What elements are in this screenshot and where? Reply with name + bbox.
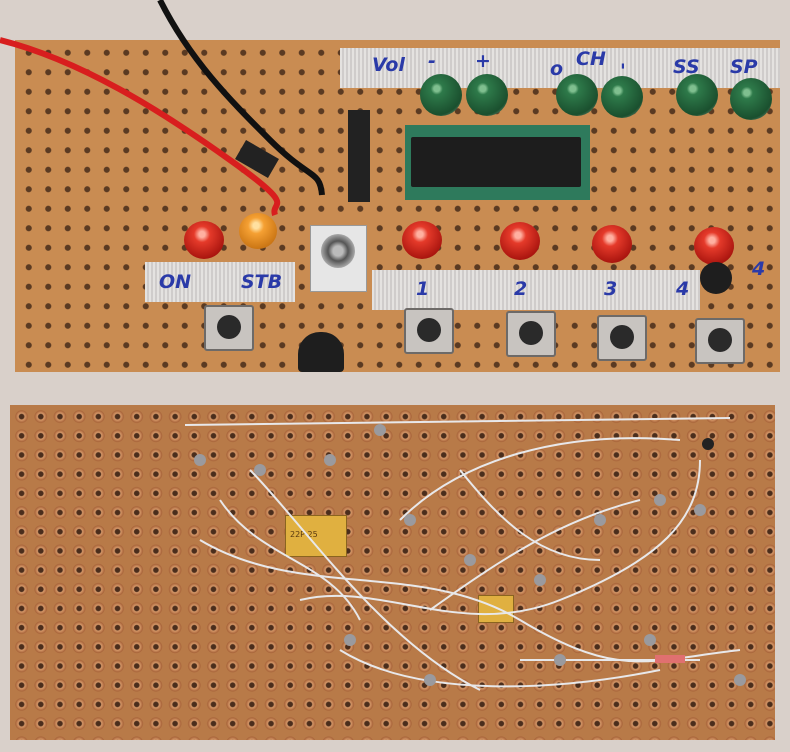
label-3: 3 — [604, 278, 618, 300]
label-4: 4 — [676, 278, 690, 300]
led-4 — [694, 227, 734, 265]
led-1 — [402, 221, 442, 259]
led-2 — [500, 222, 540, 260]
led-3 — [592, 225, 632, 263]
ic-socket — [405, 125, 590, 200]
label-4-extra: 4 — [752, 258, 766, 280]
led-stb — [239, 213, 277, 249]
label-ch-right: ' — [620, 60, 626, 82]
jumper-wires — [184, 417, 741, 691]
ir-receiver — [310, 225, 367, 292]
hole-black — [702, 438, 714, 450]
transistor-4 — [700, 262, 732, 294]
label-ch: CH — [576, 48, 606, 70]
label-on: ON — [159, 271, 192, 293]
black-wire — [157, 0, 325, 196]
button-3[interactable] — [597, 315, 647, 361]
label-ch-left: o — [550, 58, 564, 80]
label-strip-power: ON STB — [145, 262, 295, 302]
label-ss: SS — [673, 56, 700, 78]
label-stb: STB — [241, 271, 283, 293]
led-sp — [730, 78, 772, 120]
stripboard-bottom — [10, 405, 775, 740]
label-vol: Vol — [372, 54, 405, 76]
led-vol-minus — [420, 74, 462, 116]
button-2[interactable] — [506, 311, 556, 357]
wire-connector — [235, 139, 279, 179]
led-ch-plus — [601, 76, 643, 118]
transistor — [298, 332, 344, 372]
led-on — [184, 221, 224, 259]
tantalum-capacitor-small — [478, 595, 514, 623]
label-strip-buttons: 1 2 3 4 — [372, 270, 700, 310]
button-1[interactable] — [404, 308, 454, 354]
label-2: 2 — [514, 278, 528, 300]
microcontroller-chip — [411, 137, 581, 187]
stripboard-top — [15, 40, 780, 372]
label-plus: + — [475, 50, 491, 72]
label-minus: - — [428, 50, 436, 72]
solder-joints — [194, 424, 746, 686]
capacitor-marking: 22P 25 — [290, 530, 318, 539]
button-4[interactable] — [695, 318, 745, 364]
led-ch-minus — [556, 74, 598, 116]
led-vol-plus — [466, 74, 508, 116]
diode — [655, 655, 685, 663]
red-wire — [0, 37, 281, 216]
led-ss — [676, 74, 718, 116]
label-sp: SP — [730, 56, 758, 78]
label-1: 1 — [416, 278, 430, 300]
pin-header — [348, 110, 370, 202]
button-on[interactable] — [204, 305, 254, 351]
